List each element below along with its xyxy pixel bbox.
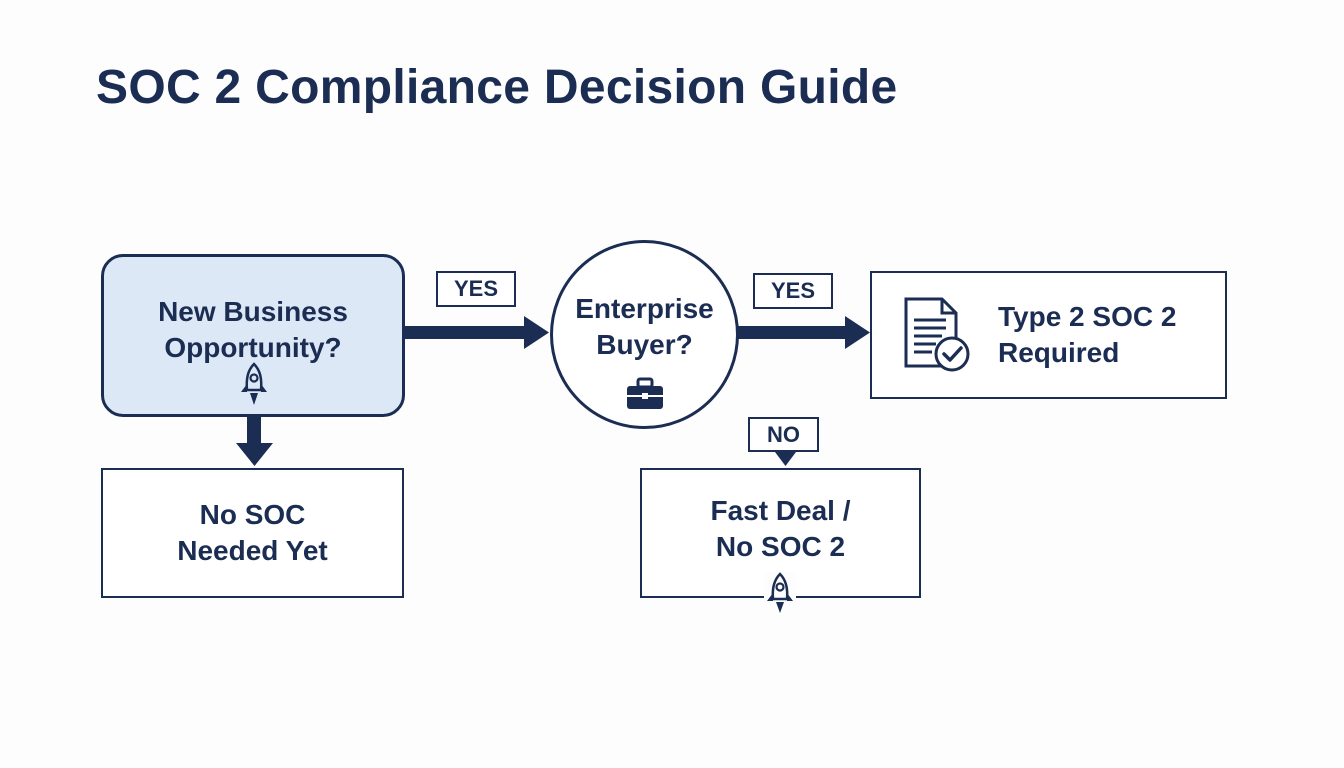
document-check-icon — [902, 296, 972, 374]
arrow-enterprise-to-type2-shaft — [738, 326, 848, 339]
node-label-line: Enterprise — [575, 292, 714, 324]
node-label-line: Needed Yet — [177, 535, 328, 566]
rocket-icon — [238, 362, 270, 408]
node-label: New Business Opportunity? — [158, 294, 348, 366]
arrow-no-to-fast-head — [775, 452, 796, 466]
briefcase-icon — [625, 377, 665, 411]
node-label: Enterprise Buyer? — [575, 291, 714, 363]
edge-label-yes: YES — [436, 271, 516, 307]
node-label-line: Fast Deal / — [710, 495, 851, 526]
rocket-icon — [764, 572, 796, 616]
node-label-line: No SOC 2 — [715, 531, 846, 562]
page-title: SOC 2 Compliance Decision Guide — [96, 61, 898, 114]
edge-label-no: NO — [748, 417, 819, 452]
edge-label-yes: YES — [753, 273, 833, 309]
arrow-enterprise-to-type2-head — [845, 316, 870, 349]
arrow-start-to-nosoc-head — [236, 443, 273, 466]
node-label-line: No SOC — [199, 499, 306, 530]
node-label: No SOC Needed Yet — [177, 497, 327, 569]
node-no-soc-needed-yet: No SOC Needed Yet — [101, 468, 404, 598]
node-label-line: Buyer? — [596, 328, 693, 360]
node-label-line: Opportunity? — [164, 331, 342, 363]
node-type-2-soc-2-required: Type 2 SOC 2 Required — [870, 271, 1227, 399]
arrow-start-to-enterprise-head — [524, 316, 549, 349]
node-label-line: Type 2 SOC 2 — [998, 301, 1177, 332]
arrow-start-to-enterprise-shaft — [405, 326, 527, 339]
node-label-line: New Business — [158, 295, 348, 327]
arrow-start-to-nosoc-shaft — [247, 417, 261, 445]
node-label: Fast Deal / No SOC 2 — [710, 493, 850, 565]
node-fast-deal-no-soc-2: Fast Deal / No SOC 2 — [640, 468, 921, 598]
node-label: Type 2 SOC 2 Required — [998, 299, 1176, 371]
node-label-line: Required — [998, 337, 1120, 368]
